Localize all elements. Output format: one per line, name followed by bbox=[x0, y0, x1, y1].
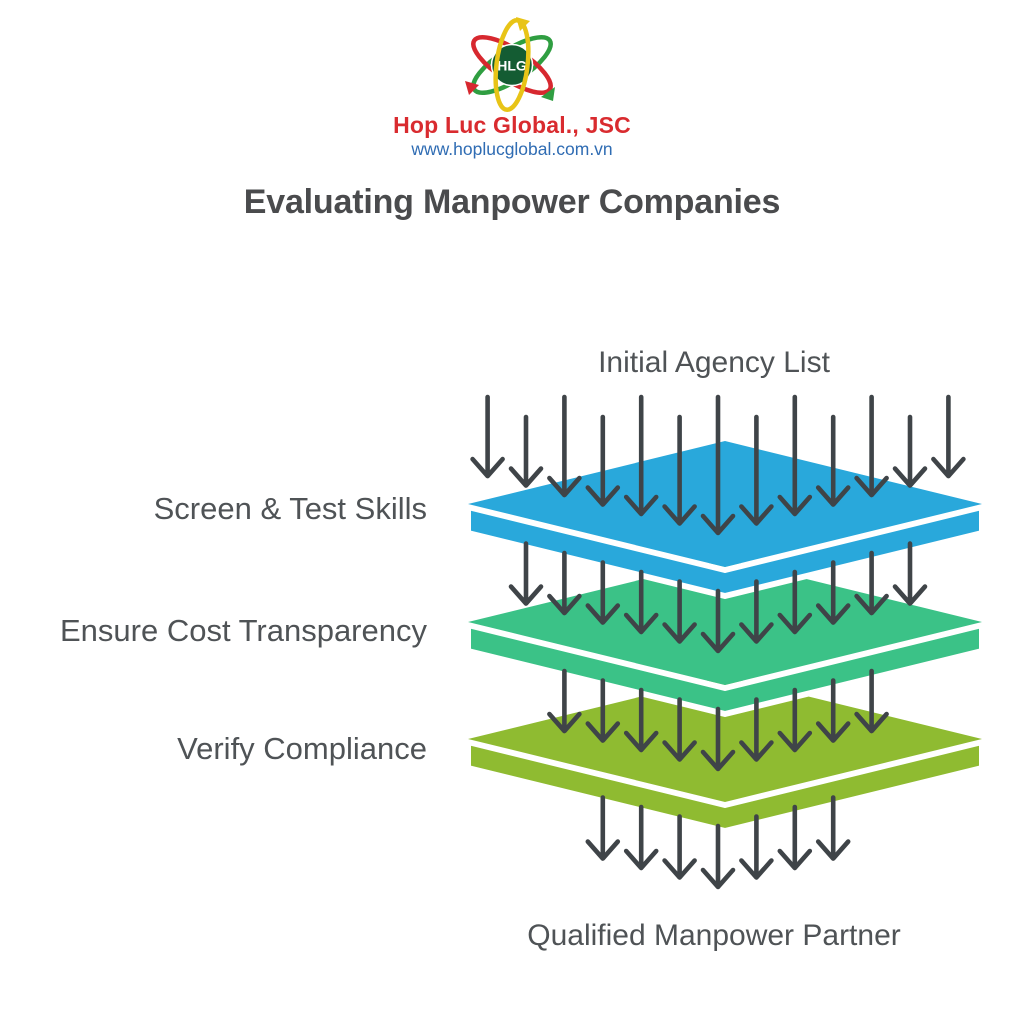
flow-arrow-icon bbox=[739, 697, 774, 762]
flow-arrow-icon bbox=[815, 795, 851, 861]
initial-agency-list-label: Initial Agency List bbox=[598, 346, 830, 379]
page-title: Evaluating Manpower Companies bbox=[243, 183, 781, 221]
flow-arrow-icon bbox=[662, 697, 697, 762]
flow-arrow-icon bbox=[623, 569, 659, 635]
flow-arrow-icon bbox=[508, 414, 544, 488]
flow-arrow-icon bbox=[777, 804, 813, 871]
qualified-manpower-partner-label: Qualified Manpower Partner bbox=[527, 919, 901, 952]
flow-arrow-icon bbox=[470, 394, 505, 479]
flow-arrow-icon bbox=[585, 678, 621, 743]
flow-arrow-icon bbox=[739, 814, 774, 880]
layer-face-2 bbox=[468, 676, 982, 802]
logo-letters: HLG bbox=[497, 58, 527, 74]
flow-arrow-icon bbox=[623, 687, 659, 753]
flow-arrow-icon bbox=[547, 668, 582, 734]
ring-arrowhead-green-icon bbox=[541, 87, 555, 101]
website-url: www.hoplucglobal.com.vn bbox=[411, 139, 613, 159]
flow-arrow-icon bbox=[931, 394, 966, 479]
flow-arrow-icon bbox=[777, 394, 813, 517]
flow-arrow-icon bbox=[815, 560, 851, 625]
flow-arrow-icon bbox=[623, 804, 659, 871]
flow-arrow-icon bbox=[892, 541, 928, 606]
flow-arrow-icon bbox=[508, 541, 544, 606]
ring-arrowhead-yellow-icon bbox=[516, 17, 530, 31]
layer-side-1 bbox=[465, 622, 985, 717]
flow-arrow-icon bbox=[700, 588, 736, 654]
flow-arrow-icon bbox=[739, 414, 774, 526]
layer-face-1 bbox=[468, 559, 982, 685]
flow-arrow-icon bbox=[854, 394, 889, 498]
company-name: Hop Luc Global., JSC bbox=[393, 112, 631, 138]
layer-side-0 bbox=[465, 504, 985, 599]
flow-arrow-icon bbox=[585, 414, 621, 507]
layer-label-verify-compliance: Verify Compliance bbox=[177, 731, 427, 766]
flow-arrow-icon bbox=[547, 394, 582, 498]
flow-arrow-icon bbox=[662, 579, 697, 644]
flow-arrow-icon bbox=[547, 550, 582, 616]
flow-arrow-icon bbox=[585, 560, 621, 625]
flow-arrow-icon bbox=[662, 814, 697, 880]
flow-arrow-icon bbox=[662, 414, 697, 526]
layer-label-screen-test-skills: Screen & Test Skills bbox=[153, 491, 427, 526]
flow-arrow-icon bbox=[777, 687, 813, 753]
flow-arrow-icon bbox=[854, 668, 889, 734]
flow-arrow-icon bbox=[815, 414, 851, 507]
layer-side-2 bbox=[465, 739, 985, 834]
flow-arrow-icon bbox=[623, 394, 659, 517]
flow-arrow-icon bbox=[700, 394, 736, 536]
flow-arrow-icon bbox=[854, 550, 889, 616]
flow-arrow-icon bbox=[815, 678, 851, 743]
flow-arrow-icon bbox=[700, 706, 736, 772]
layer-label-ensure-cost-transparency: Ensure Cost Transparency bbox=[59, 613, 427, 648]
flow-arrow-icon bbox=[739, 579, 774, 644]
ring-arrowhead-red-icon bbox=[465, 81, 479, 95]
flow-arrow-icon bbox=[585, 795, 621, 861]
logo-core bbox=[490, 43, 534, 87]
flow-arrow-icon bbox=[700, 823, 736, 890]
hop-luc-global-logo: HLG bbox=[465, 17, 555, 112]
flow-arrow-icon bbox=[777, 569, 813, 635]
flow-arrow-icon bbox=[892, 414, 928, 488]
layer-face-0 bbox=[468, 441, 982, 567]
